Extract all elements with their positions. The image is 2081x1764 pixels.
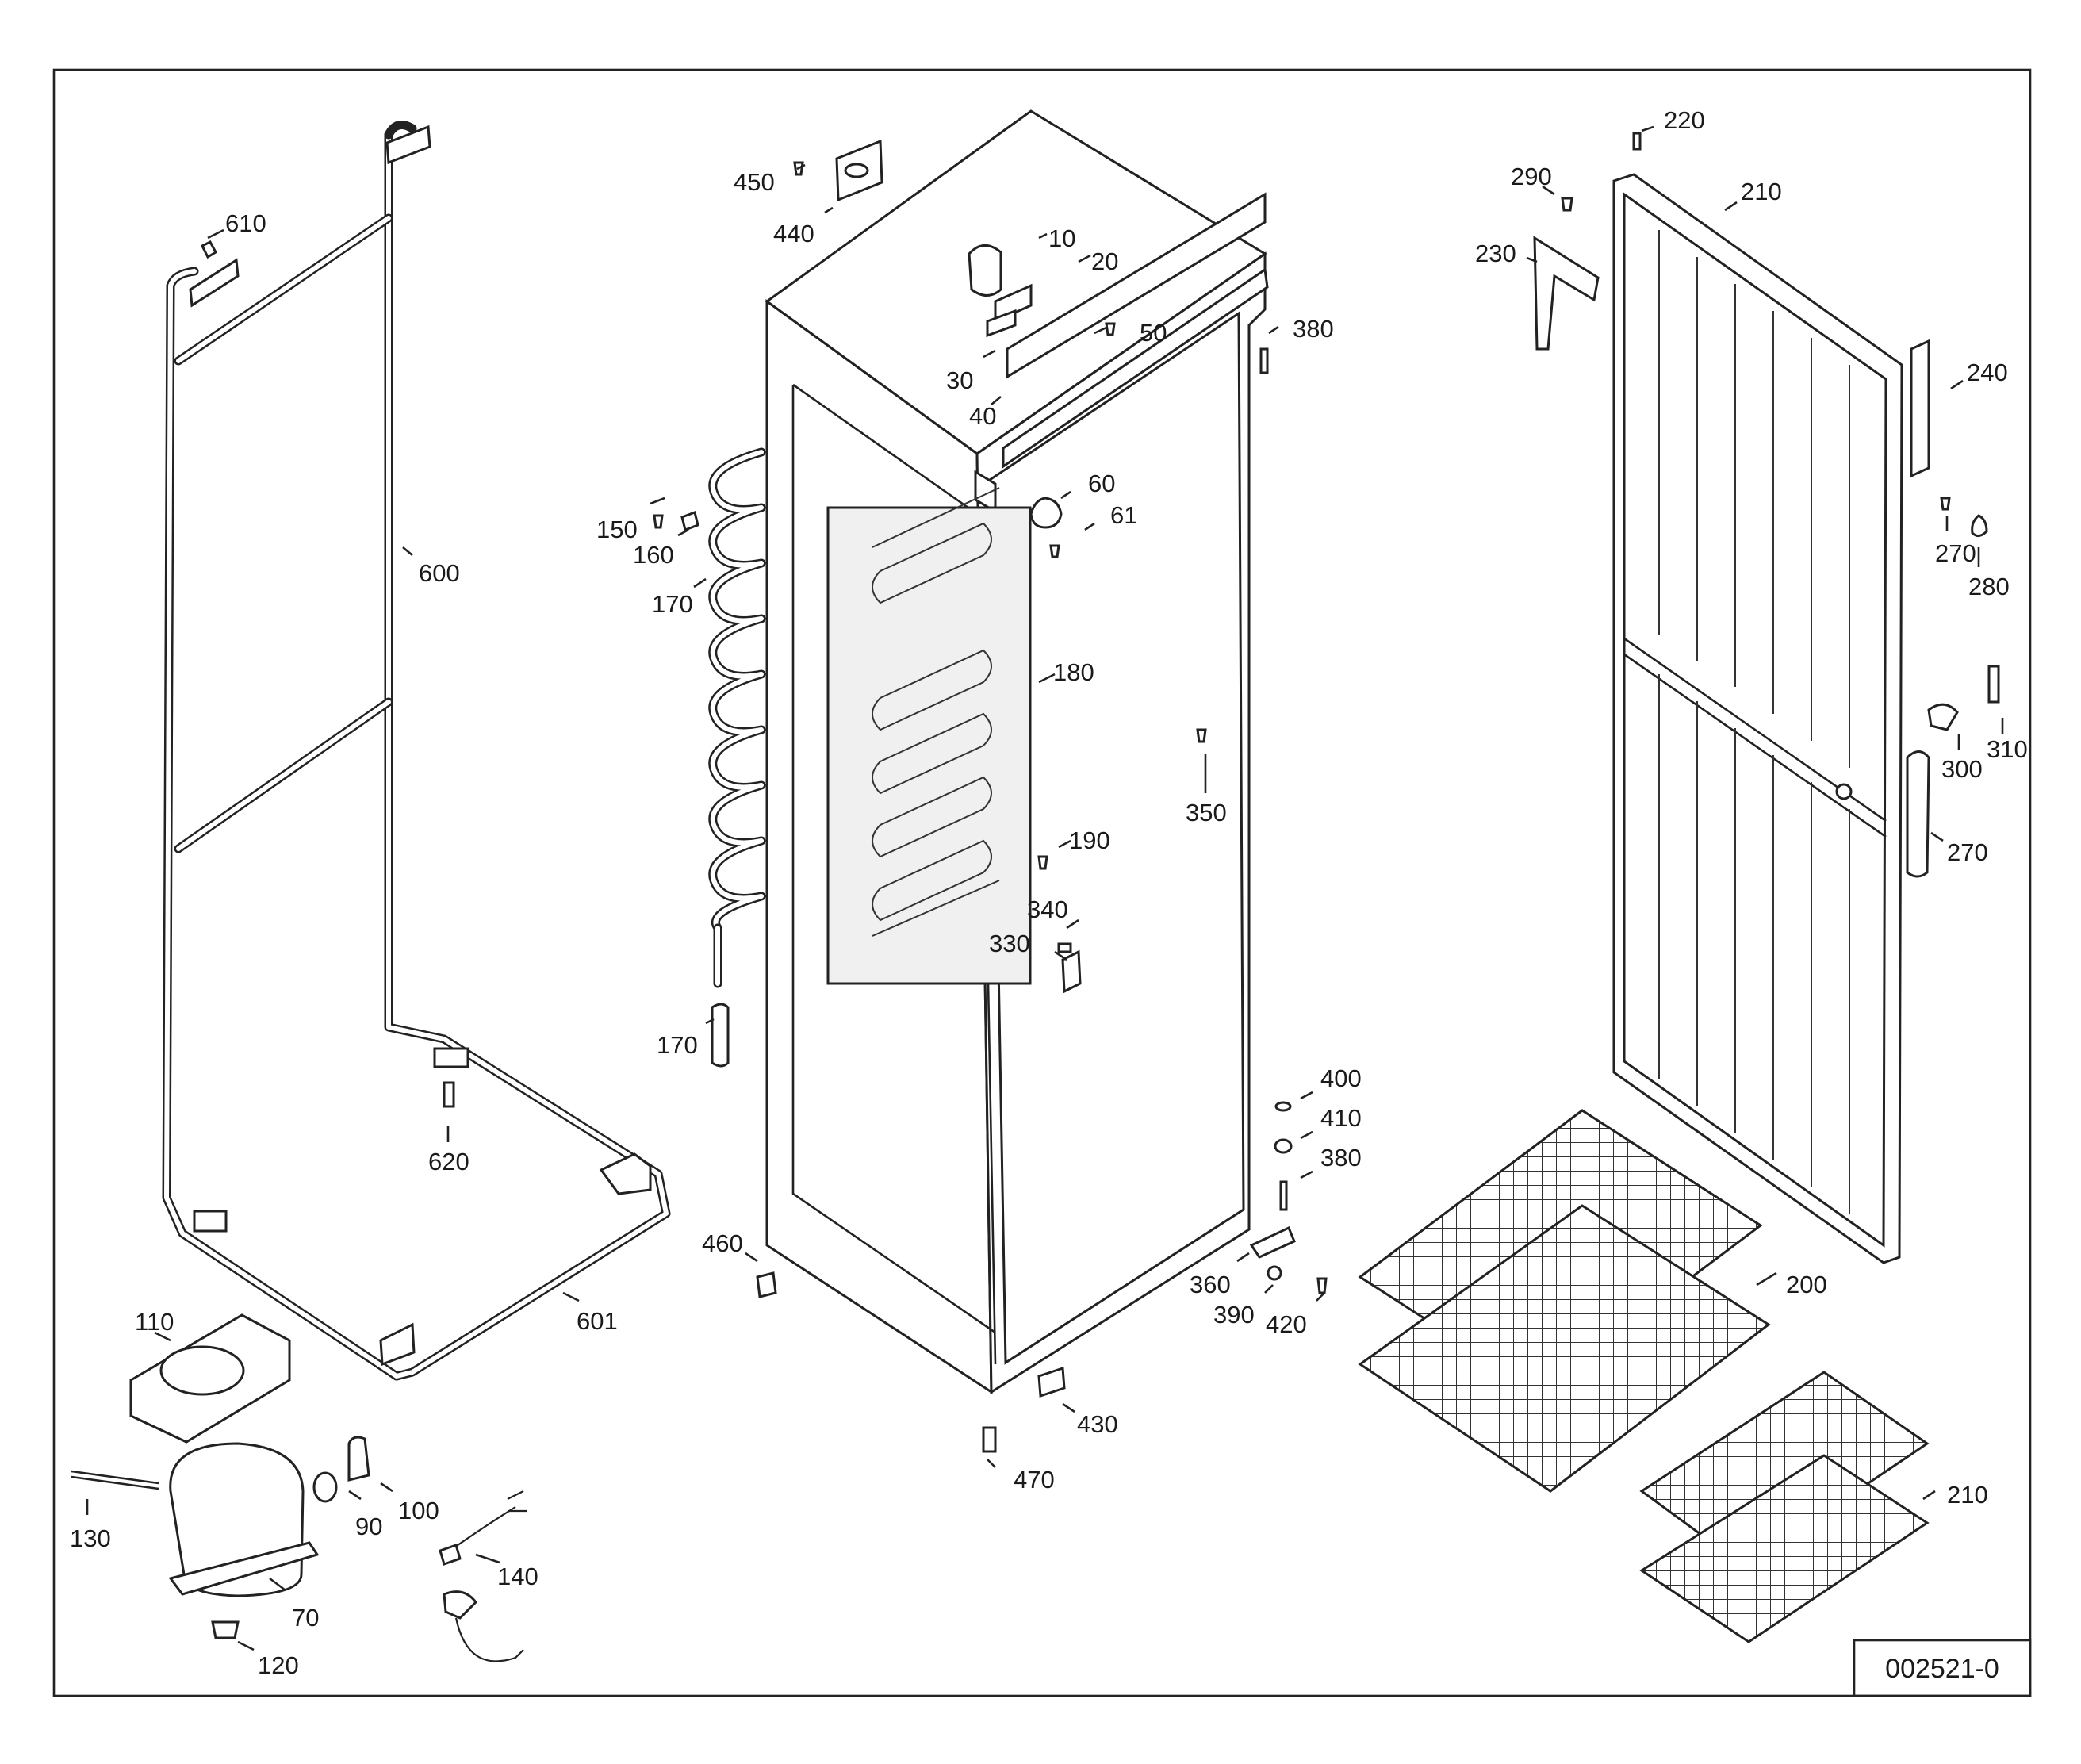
callout-60: 60 bbox=[1088, 470, 1115, 497]
compressor-group bbox=[71, 1313, 527, 1662]
callout-140: 170 bbox=[652, 590, 693, 618]
shelves bbox=[1358, 1109, 1930, 1643]
callout-620: 620 bbox=[428, 1148, 469, 1175]
condenser-coil bbox=[680, 447, 766, 1068]
callout-10: 10 bbox=[1048, 224, 1075, 252]
callout-290: 280 bbox=[1968, 573, 2010, 600]
callout-410: 410 bbox=[1320, 1104, 1362, 1132]
callout-430: 430 bbox=[1077, 1410, 1118, 1438]
drawing-frame bbox=[52, 68, 2032, 1697]
callout-300: 290 bbox=[1511, 163, 1552, 190]
callout-180: 180 bbox=[1053, 658, 1094, 686]
drawing-reference-number: 002521-0 bbox=[1885, 1654, 1999, 1684]
callout-450: 450 bbox=[734, 168, 775, 196]
callout-170: 170 bbox=[657, 1031, 698, 1059]
callout-50: 50 bbox=[1140, 319, 1167, 347]
callout-420: 420 bbox=[1266, 1310, 1307, 1338]
callout-20: 20 bbox=[1091, 247, 1118, 275]
callout-380-bottom: 380 bbox=[1320, 1144, 1362, 1172]
callout-610: 610 bbox=[225, 209, 266, 237]
leader-lines bbox=[86, 125, 2004, 1651]
callout-320: 310 bbox=[1987, 735, 2028, 763]
callout-80: 90 bbox=[355, 1513, 382, 1540]
callout-280: 270 bbox=[1935, 539, 1976, 567]
callout-240: 230 bbox=[1475, 240, 1516, 267]
callout-130: 140 bbox=[497, 1563, 538, 1590]
callout-600: 600 bbox=[419, 559, 460, 587]
callout-190: 190 bbox=[1069, 826, 1110, 854]
callout-270-top: 240 bbox=[1967, 359, 2008, 386]
callout-100: 110 bbox=[135, 1308, 174, 1336]
callout-200: 200 bbox=[1786, 1271, 1827, 1298]
callout-460: 460 bbox=[702, 1229, 743, 1257]
callout-labels: 610 600 620 601 110 130 140 90 100 70 12… bbox=[70, 106, 2028, 1679]
callout-390: 390 bbox=[1213, 1301, 1255, 1329]
callout-400: 400 bbox=[1320, 1064, 1362, 1092]
door-assembly bbox=[1533, 132, 2000, 1264]
callout-360: 360 bbox=[1190, 1271, 1231, 1298]
callout-310: 300 bbox=[1941, 755, 1983, 783]
callout-470: 470 bbox=[1014, 1466, 1055, 1494]
frame-assembly bbox=[162, 121, 671, 1381]
callout-270-bottom: 270 bbox=[1947, 838, 1988, 866]
drawing-reference-box: 002521-0 bbox=[1853, 1639, 2032, 1697]
callout-150: 160 bbox=[633, 541, 674, 569]
callout-601: 601 bbox=[577, 1307, 618, 1335]
callout-110: 120 bbox=[258, 1651, 299, 1679]
callout-61: 61 bbox=[1110, 501, 1137, 529]
callout-70: 70 bbox=[292, 1604, 319, 1632]
cabinet-body bbox=[756, 109, 1269, 1453]
callout-440: 440 bbox=[773, 220, 814, 247]
callout-90: 100 bbox=[398, 1497, 439, 1524]
hardware-bits bbox=[653, 161, 1951, 1294]
callout-230: 220 bbox=[1664, 106, 1705, 134]
callout-350: 350 bbox=[1186, 799, 1227, 826]
callout-40: 40 bbox=[969, 402, 996, 430]
callout-220: 210 bbox=[1741, 178, 1782, 205]
callout-160: 150 bbox=[596, 516, 638, 543]
callout-30: 30 bbox=[946, 366, 973, 394]
callout-330: 330 bbox=[989, 930, 1030, 957]
callout-120: 130 bbox=[70, 1524, 111, 1552]
callout-210: 210 bbox=[1947, 1481, 1988, 1509]
callout-340: 340 bbox=[1027, 895, 1068, 923]
callout-380-top: 380 bbox=[1293, 315, 1334, 343]
